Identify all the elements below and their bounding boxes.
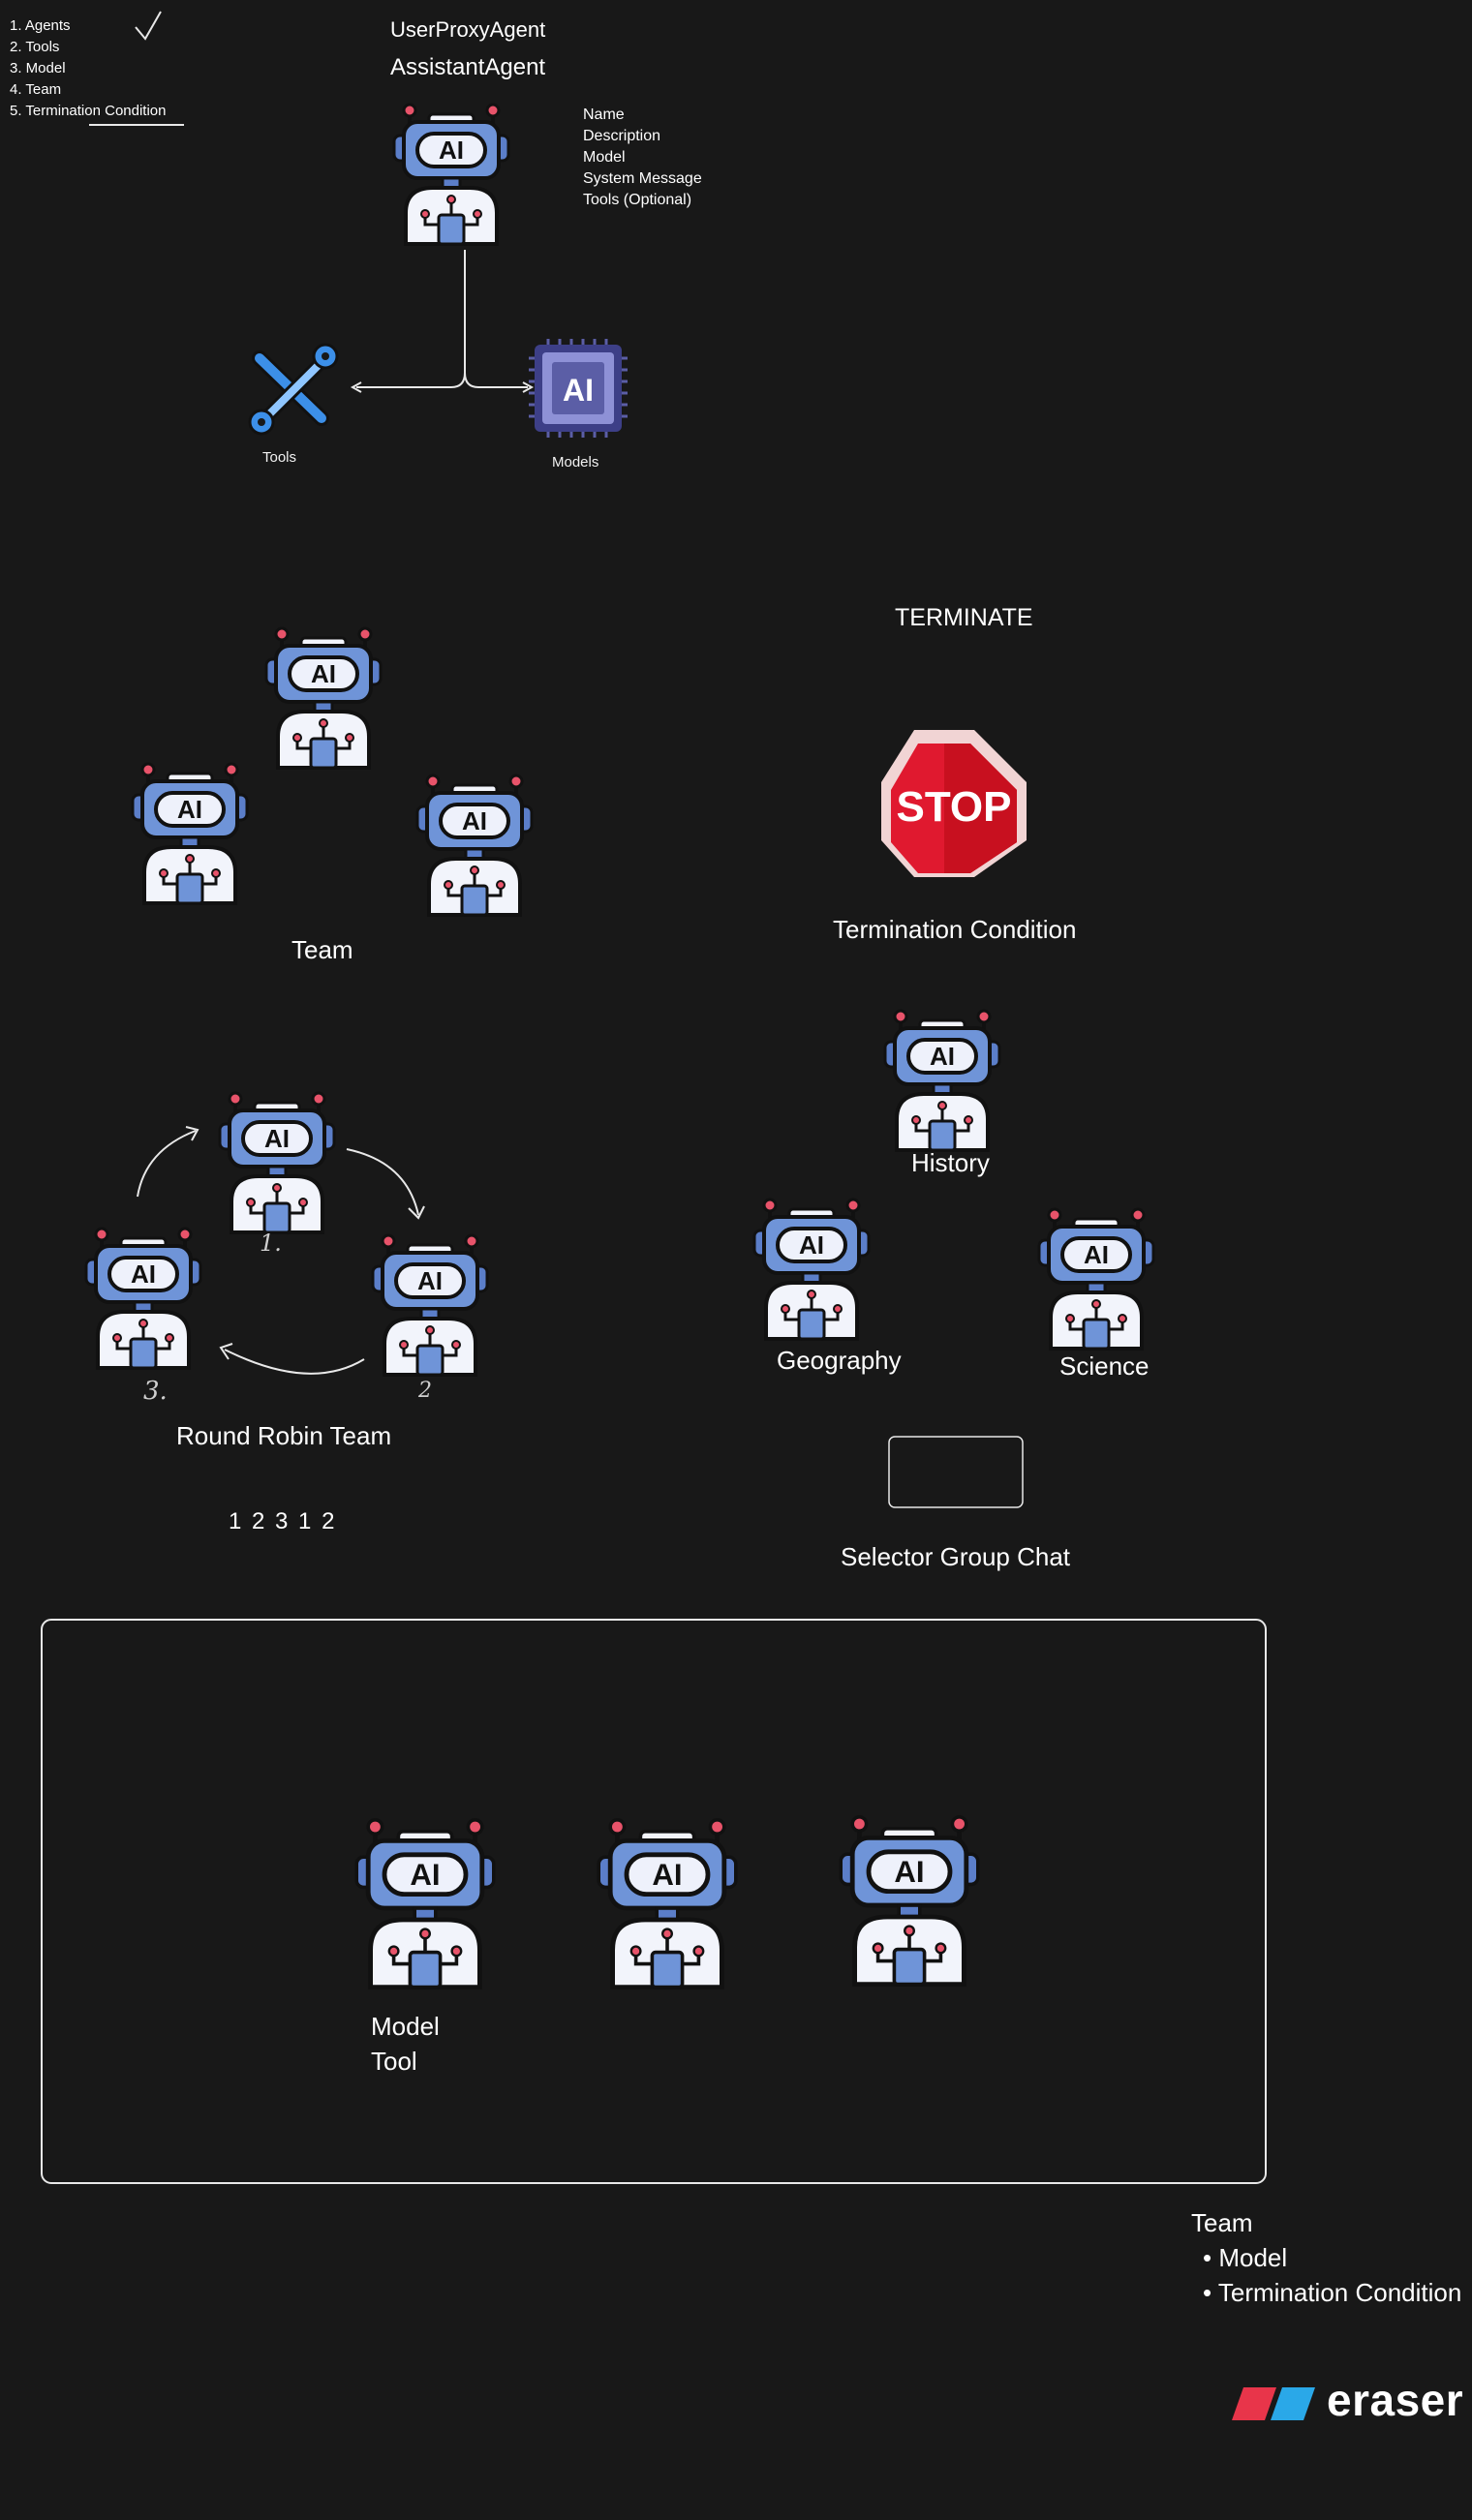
checklist-item: 1. Agents xyxy=(10,17,71,34)
robot-face-text: AI xyxy=(264,1124,290,1153)
assistant-agent-robot-icon: AI xyxy=(387,101,515,246)
selector-box xyxy=(888,1436,1024,1508)
order-mark-1: 1. xyxy=(260,1230,282,1257)
team-summary: Team • Model • Termination Condition xyxy=(1191,2205,1461,2310)
robot-face-text: AI xyxy=(462,806,487,835)
round-robin-label: Round Robin Team xyxy=(176,1421,392,1450)
robot-face-text: AI xyxy=(177,795,202,824)
round-robin-robot-1-icon: AI xyxy=(213,1089,341,1234)
terminate-keyword: TERMINATE xyxy=(895,604,1033,631)
order-mark-3: 3. xyxy=(143,1377,168,1406)
round-robin-robot-3-icon: AI xyxy=(79,1225,207,1370)
property-item: Model xyxy=(583,149,626,166)
user-proxy-agent-label: UserProxyAgent xyxy=(390,17,546,42)
team-summary-bullet: • Termination Condition xyxy=(1203,2278,1462,2307)
box-robot-icon: AI xyxy=(349,1815,502,1989)
box-agent-tool-label: Tool xyxy=(371,2047,417,2076)
arrowhead xyxy=(219,1343,233,1360)
round-robin-arrow xyxy=(137,1130,197,1198)
history-robot-icon: AI xyxy=(878,1007,1006,1152)
stop-text: STOP xyxy=(896,783,1011,831)
team-robot-icon: AI xyxy=(411,772,538,917)
assistant-agent-label: AssistantAgent xyxy=(390,54,546,80)
team-summary-title: Team xyxy=(1191,2208,1253,2237)
eraser-logo-icon xyxy=(1232,2387,1315,2420)
checklist-item: 2. Tools xyxy=(10,39,60,55)
robot-face-text: AI xyxy=(894,1855,924,1889)
robot-face-text: AI xyxy=(799,1230,824,1260)
team-container-box xyxy=(41,1619,1267,2184)
checklist-item: 5. Termination Condition xyxy=(10,103,167,119)
property-item: Name xyxy=(583,106,625,123)
team-robot-icon: AI xyxy=(126,760,254,905)
round-robin-arrow xyxy=(346,1148,419,1216)
property-item: Tools (Optional) xyxy=(583,192,692,208)
arrowhead xyxy=(522,381,535,393)
arrowhead xyxy=(185,1126,199,1141)
team-robot-icon: AI xyxy=(260,624,387,770)
robot-face-text: AI xyxy=(131,1260,156,1289)
geography-robot-icon: AI xyxy=(748,1196,875,1341)
robot-face-text: AI xyxy=(417,1266,443,1295)
robot-face-text: AI xyxy=(652,1858,682,1892)
eraser-brand-name: eraser xyxy=(1327,2375,1464,2425)
arrowhead xyxy=(408,1205,425,1220)
team-label: Team xyxy=(291,935,353,964)
models-label: Models xyxy=(552,454,599,471)
property-item: System Message xyxy=(583,170,702,187)
selector-group-chat-label: Selector Group Chat xyxy=(841,1542,1071,1571)
team-summary-bullet: • Model xyxy=(1203,2243,1288,2272)
checklist-item: 4. Team xyxy=(10,81,62,98)
robot-face-text: AI xyxy=(930,1042,955,1071)
history-agent-label: History xyxy=(911,1148,990,1177)
robot-face-text: AI xyxy=(1084,1240,1109,1269)
box-robot-icon: AI xyxy=(833,1812,986,1987)
robot-face-text: AI xyxy=(311,659,336,688)
geography-agent-label: Geography xyxy=(777,1346,902,1375)
checklist: 1. Agents 2. Tools 3. Model 4. Team 5. T… xyxy=(10,15,166,122)
agent-properties-list: Name Description Model System Message To… xyxy=(583,105,702,211)
robot-face-text: AI xyxy=(439,136,464,165)
box-agent-model-label: Model xyxy=(371,2012,440,2041)
property-item: Description xyxy=(583,128,661,144)
science-agent-label: Science xyxy=(1059,1351,1150,1381)
arrowhead xyxy=(350,381,362,393)
order-mark-2: 2 xyxy=(418,1379,432,1403)
robot-face-text: AI xyxy=(410,1858,440,1892)
round-robin-arrow xyxy=(224,1349,365,1375)
tools-label: Tools xyxy=(262,449,297,466)
checklist-item: 3. Model xyxy=(10,60,66,76)
tools-icon xyxy=(248,343,339,436)
termination-condition-label: Termination Condition xyxy=(833,915,1077,944)
connector-to-tools xyxy=(356,372,466,388)
chip-label: AI xyxy=(563,373,594,408)
box-robot-icon: AI xyxy=(591,1815,744,1989)
science-robot-icon: AI xyxy=(1032,1205,1160,1351)
ai-chip-icon: AI xyxy=(529,339,628,438)
round-robin-robot-2-icon: AI xyxy=(366,1231,494,1377)
round-robin-sequence: 1 2 3 1 2 xyxy=(229,1508,337,1534)
stop-sign-icon: STOP xyxy=(881,730,1027,877)
checkmark-icon xyxy=(135,11,162,41)
connector-to-models xyxy=(464,250,528,388)
